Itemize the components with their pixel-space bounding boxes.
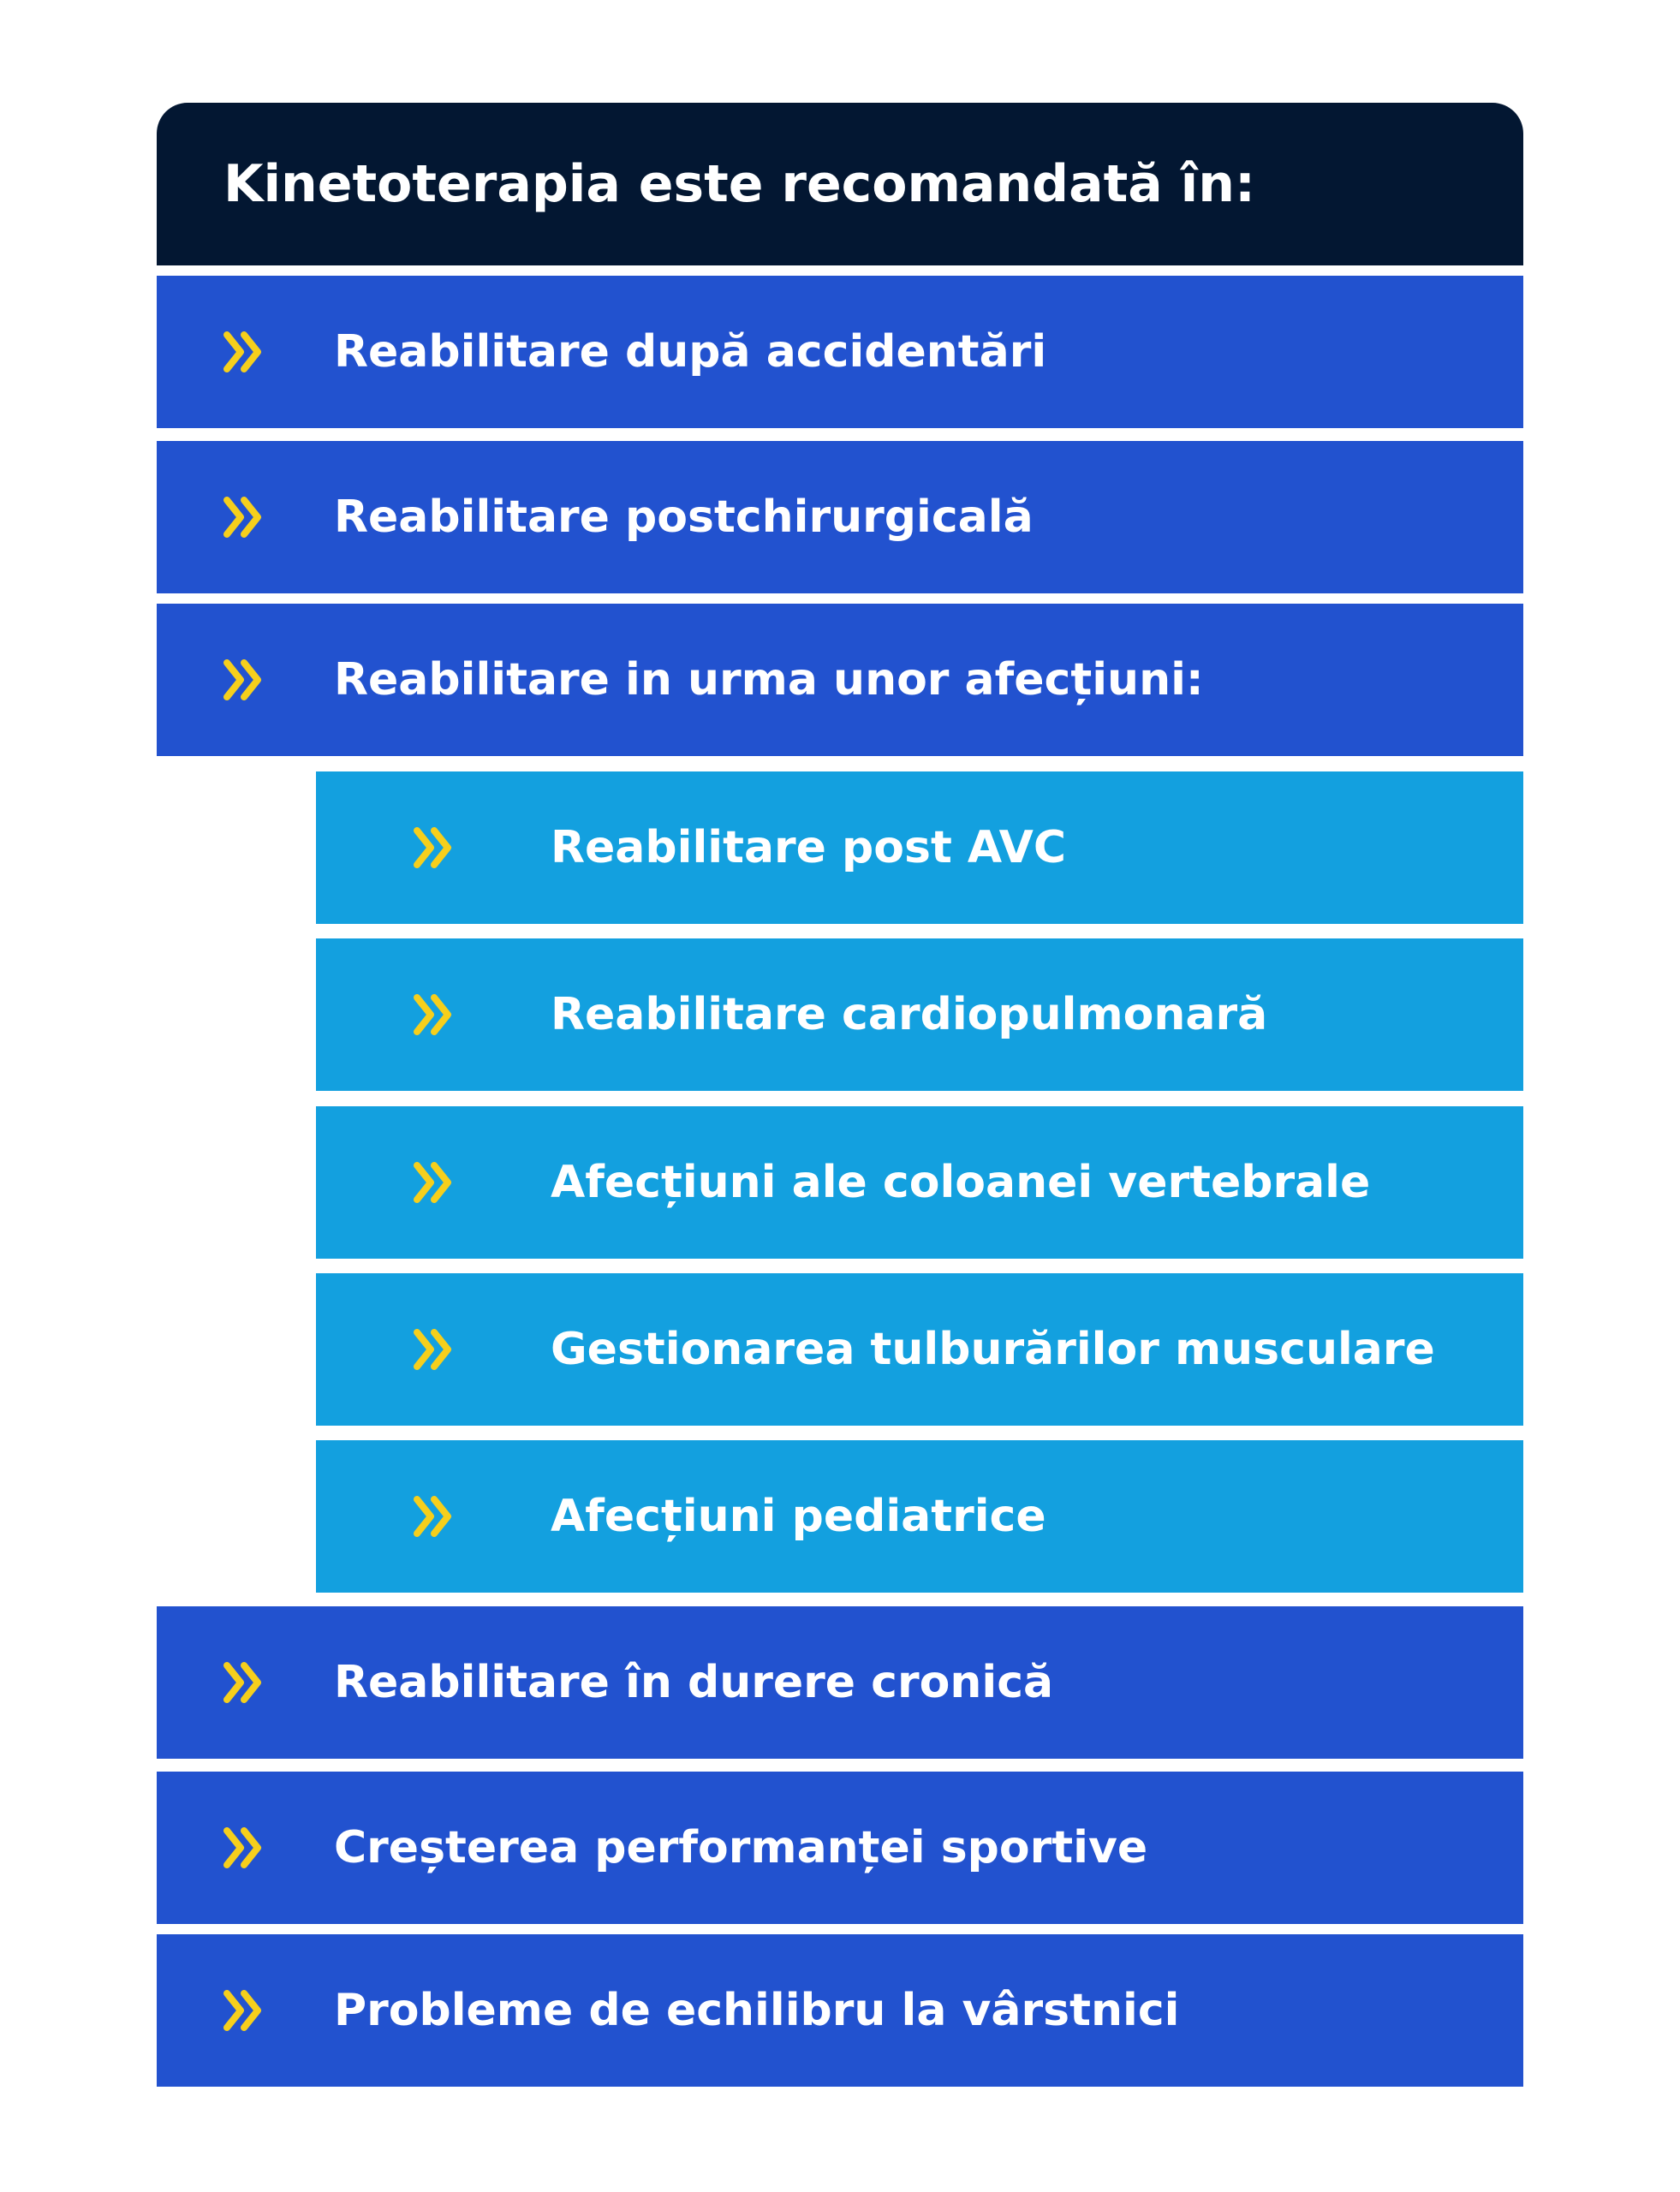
list-item: Creșterea performanței sportive bbox=[157, 1772, 1523, 1924]
double-chevron-right-icon bbox=[414, 994, 451, 1035]
list-item-label: Probleme de echilibru la vârstnici bbox=[334, 1985, 1180, 2036]
list-item: Reabilitare postchirurgicală bbox=[157, 441, 1523, 593]
double-chevron-right-icon bbox=[414, 1496, 451, 1537]
card-header: Kinetoterapia este recomandată în: bbox=[157, 103, 1523, 265]
sub-list-item-label: Reabilitare post AVC bbox=[551, 822, 1067, 873]
sub-list-item: Afecțiuni ale coloanei vertebrale bbox=[316, 1106, 1523, 1259]
double-chevron-right-icon bbox=[414, 827, 451, 868]
list-item-label: Reabilitare după accidentări bbox=[334, 326, 1047, 378]
list-item-label: Reabilitare in urma unor afecțiuni: bbox=[334, 654, 1204, 706]
list-item: Reabilitare după accidentări bbox=[157, 276, 1523, 428]
list-item: Reabilitare în durere cronică bbox=[157, 1606, 1523, 1759]
sub-list-item: Reabilitare post AVC bbox=[316, 771, 1523, 924]
sub-list-item-label: Afecțiuni ale coloanei vertebrale bbox=[551, 1157, 1371, 1208]
double-chevron-right-icon bbox=[414, 1329, 451, 1370]
list-item-label: Creșterea performanței sportive bbox=[334, 1822, 1148, 1873]
card-title: Kinetoterapia este recomandată în: bbox=[223, 154, 1255, 214]
list-item: Probleme de echilibru la vârstnici bbox=[157, 1934, 1523, 2087]
double-chevron-right-icon bbox=[223, 1990, 261, 2031]
double-chevron-right-icon bbox=[223, 331, 261, 372]
sub-list-item-label: Reabilitare cardiopulmonară bbox=[551, 989, 1268, 1040]
recommendations-card: Kinetoterapia este recomandată în: Reabi… bbox=[157, 103, 1523, 2087]
list-item: Reabilitare in urma unor afecțiuni: bbox=[157, 604, 1523, 756]
sub-list-item: Afecțiuni pediatrice bbox=[316, 1440, 1523, 1593]
double-chevron-right-icon bbox=[223, 1827, 261, 1868]
sub-list-item: Gestionarea tulburărilor musculare bbox=[316, 1273, 1523, 1426]
sub-list-item-label: Gestionarea tulburărilor musculare bbox=[551, 1324, 1435, 1375]
double-chevron-right-icon bbox=[223, 1662, 261, 1703]
sub-list-item: Reabilitare cardiopulmonară bbox=[316, 938, 1523, 1091]
double-chevron-right-icon bbox=[223, 497, 261, 538]
list-item-label: Reabilitare postchirurgicală bbox=[334, 491, 1034, 543]
double-chevron-right-icon bbox=[223, 659, 261, 700]
sub-list-item-label: Afecțiuni pediatrice bbox=[551, 1491, 1046, 1542]
double-chevron-right-icon bbox=[414, 1162, 451, 1203]
list-item-label: Reabilitare în durere cronică bbox=[334, 1657, 1054, 1708]
